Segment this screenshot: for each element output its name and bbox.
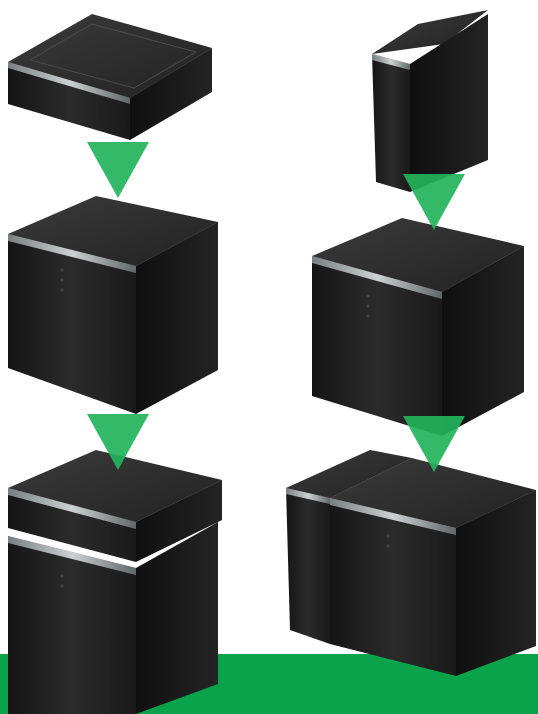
side-by-side-result (286, 450, 536, 676)
cube-housing-right (312, 218, 524, 436)
cube-housing-left (8, 196, 218, 414)
down-arrow-1 (87, 142, 149, 198)
side-module (372, 10, 488, 192)
flat-module (8, 14, 212, 140)
stacked-result (8, 450, 222, 714)
